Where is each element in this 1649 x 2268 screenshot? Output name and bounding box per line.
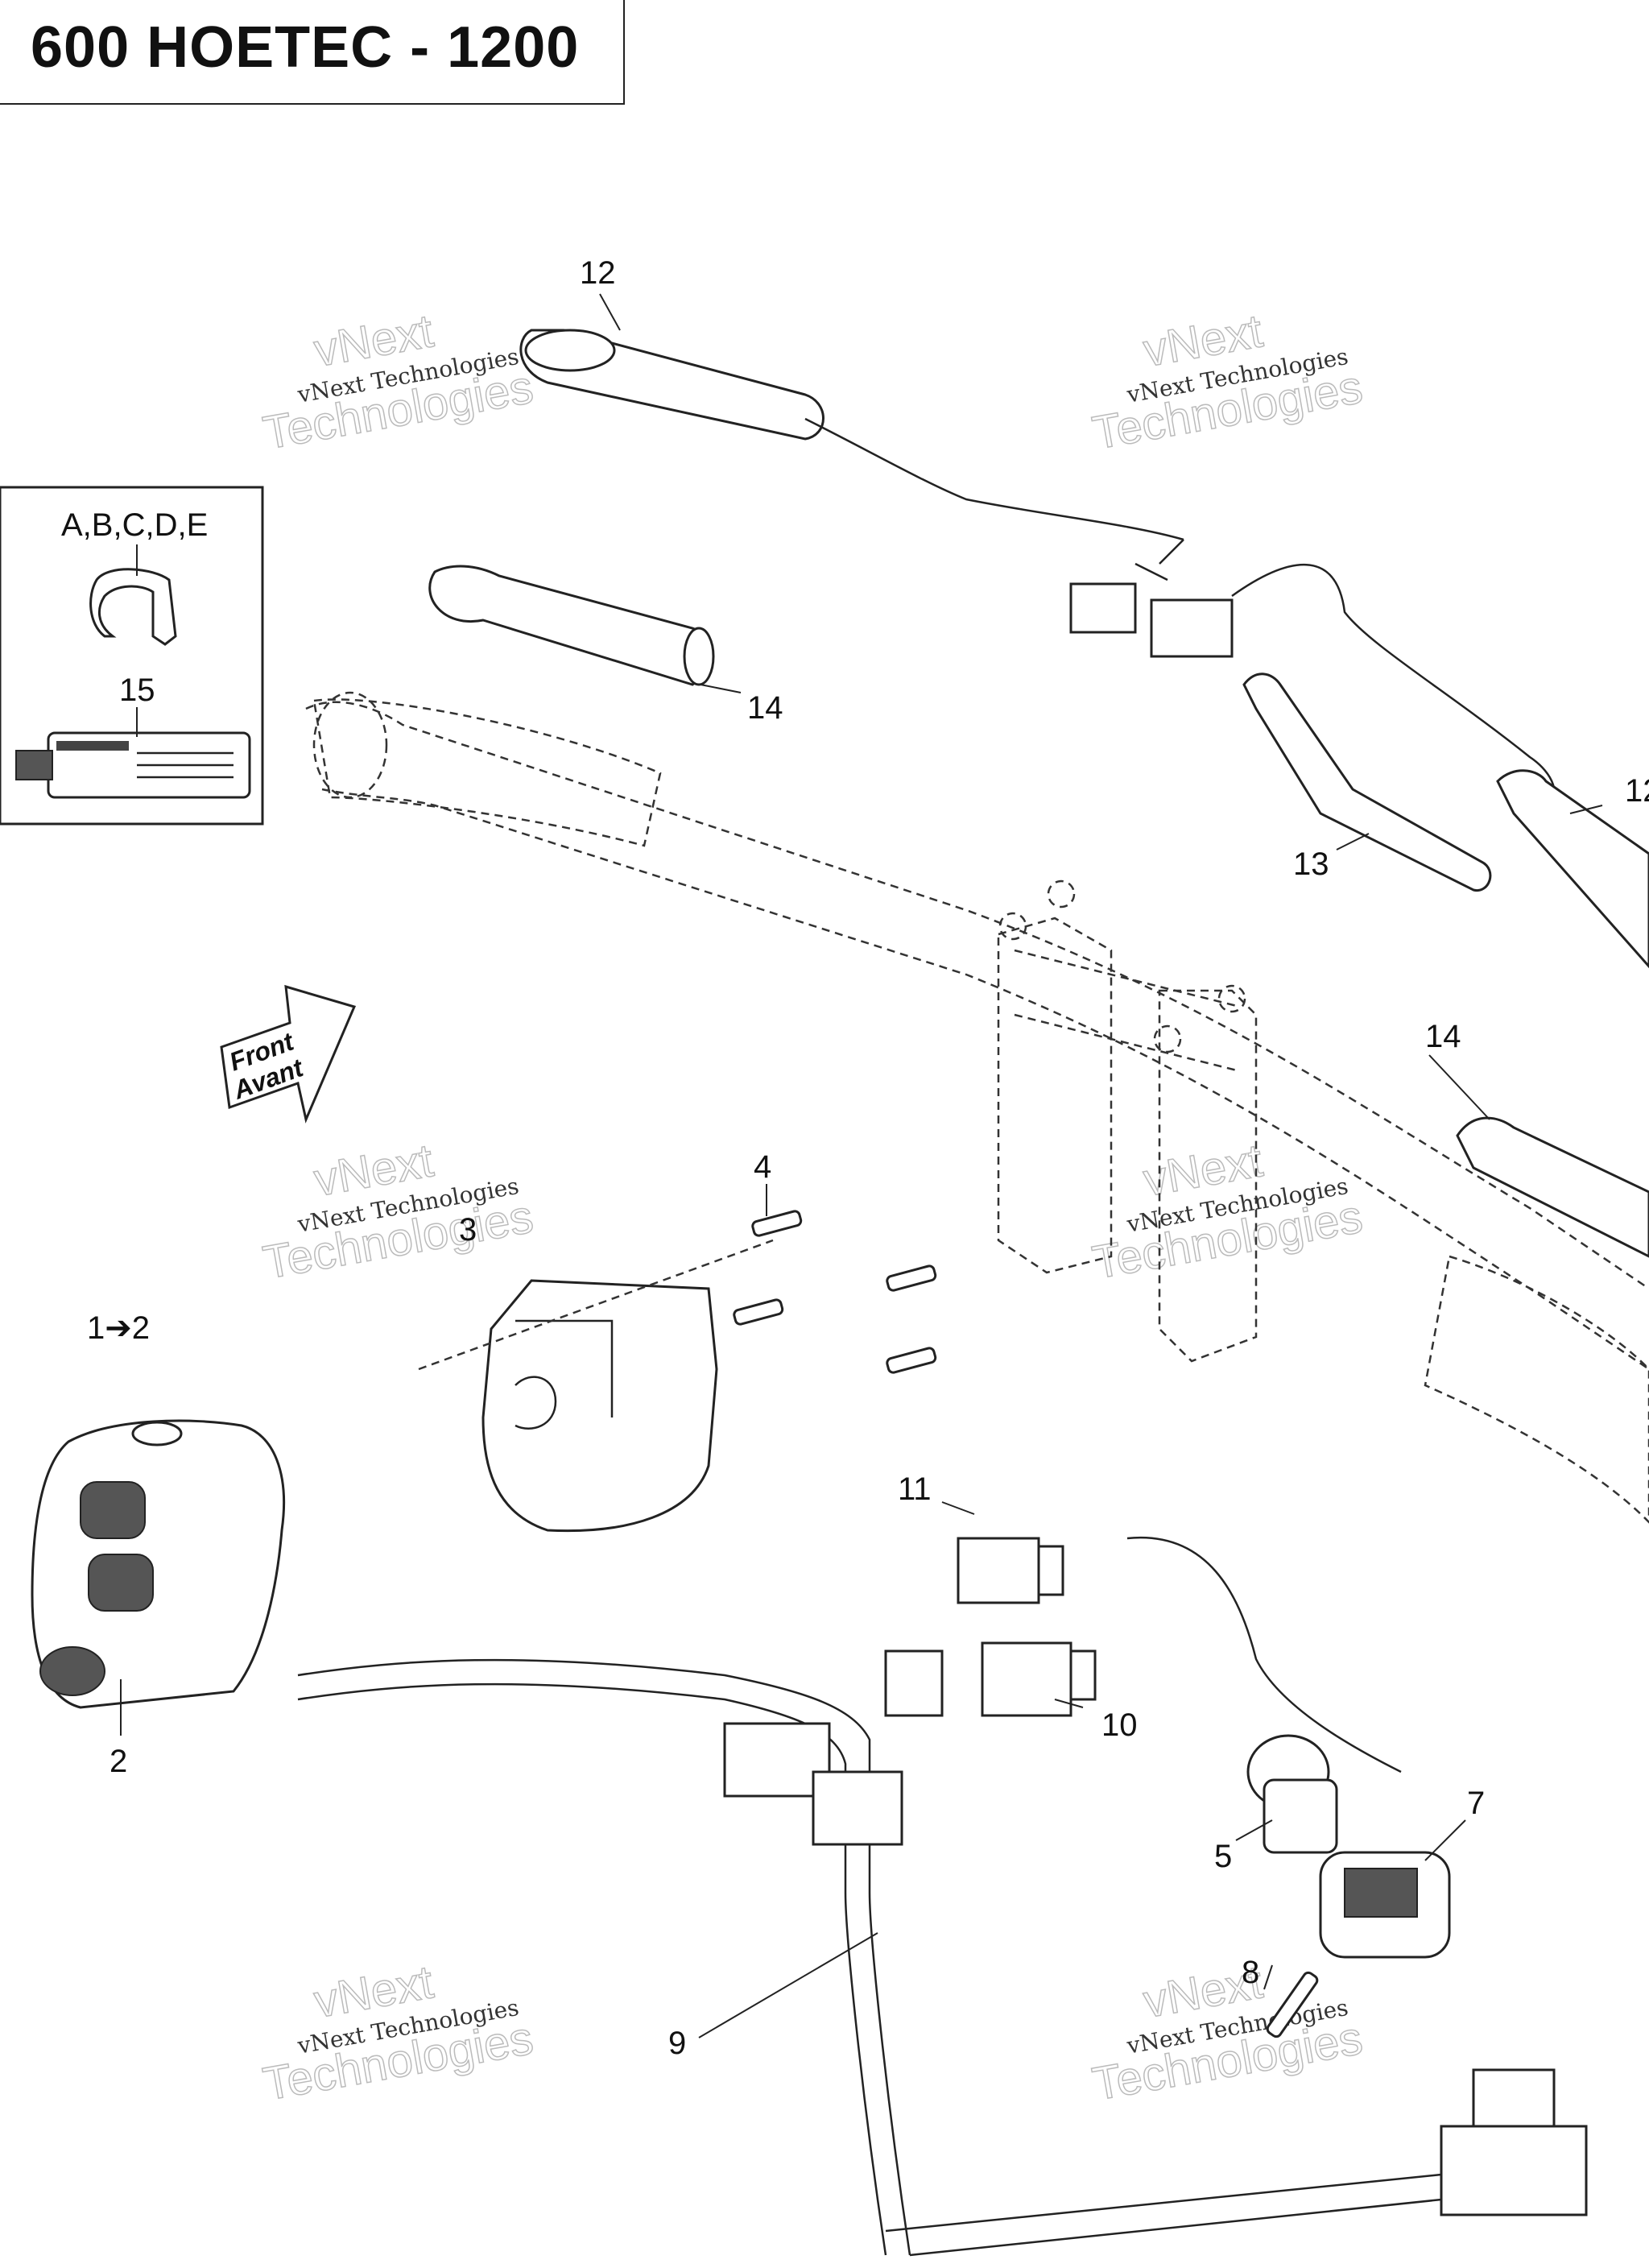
callout-15: 15	[119, 673, 155, 708]
callout-4: 4	[754, 1149, 771, 1185]
title-box: 600 HOETEC - 1200	[0, 0, 625, 105]
callout-5: 5	[1214, 1839, 1232, 1874]
front-arrow: Front Avant	[220, 984, 357, 1124]
watermark-group-5: vNext Technologies vNext Technologies	[258, 1956, 537, 2112]
kit-inset	[0, 486, 264, 826]
connector-10	[981, 1641, 1097, 1717]
callout-1-to-2: 1➔2	[87, 1310, 150, 1346]
watermark-group-1: vNext Technologies vNext Technologies	[258, 304, 537, 461]
callout-12-right: 12	[1625, 773, 1649, 809]
connector-pair-top	[1069, 562, 1556, 807]
callout-11: 11	[898, 1471, 932, 1507]
callout-14-top: 14	[747, 690, 783, 726]
callout-3: 3	[459, 1212, 477, 1248]
handlebar	[305, 691, 1649, 1524]
callout-7: 7	[1467, 1786, 1485, 1821]
switch-assembly	[31, 1419, 286, 1709]
heated-grip-right	[1496, 769, 1649, 969]
callout-8: 8	[1242, 1955, 1259, 1990]
wiring-harness	[297, 1536, 1564, 2257]
switch-part-5	[1246, 1734, 1338, 1854]
callout-9: 9	[668, 2026, 686, 2061]
grip-tube-left	[428, 565, 715, 686]
callout-2: 2	[110, 1744, 127, 1779]
watermark-group-4: vNext Technologies vNext Technologies	[1088, 1134, 1366, 1290]
page-title: 600 HOETEC - 1200	[31, 15, 580, 80]
connector-11	[957, 1537, 1064, 1604]
callout-12-top: 12	[580, 255, 616, 291]
switch-part-7	[1319, 1851, 1451, 1959]
callout-13: 13	[1293, 846, 1329, 882]
lubricant-tube	[15, 731, 251, 799]
watermark-group-3: vNext Technologies vNext Technologies	[258, 1134, 537, 1290]
callout-14-right: 14	[1425, 1019, 1461, 1054]
grip-tube-right	[1456, 1116, 1649, 1258]
switch-housing-cover	[418, 1239, 774, 1533]
heated-grip-top	[519, 329, 1184, 565]
connector-block-bottom	[1440, 2068, 1588, 2216]
callout-10: 10	[1101, 1707, 1138, 1743]
screw-part-8	[1266, 1971, 1319, 2038]
watermark-group-6: vNext Technologies vNext Technologies	[1088, 1956, 1366, 2112]
screws	[733, 1210, 937, 1374]
handlebar-bar	[1242, 673, 1492, 892]
callout-abcde: A,B,C,D,E	[61, 507, 208, 543]
clip-part	[89, 568, 177, 646]
watermark-group-2: vNext Technologies vNext Technologies	[1088, 304, 1366, 461]
leader-lines	[120, 293, 1603, 2038]
